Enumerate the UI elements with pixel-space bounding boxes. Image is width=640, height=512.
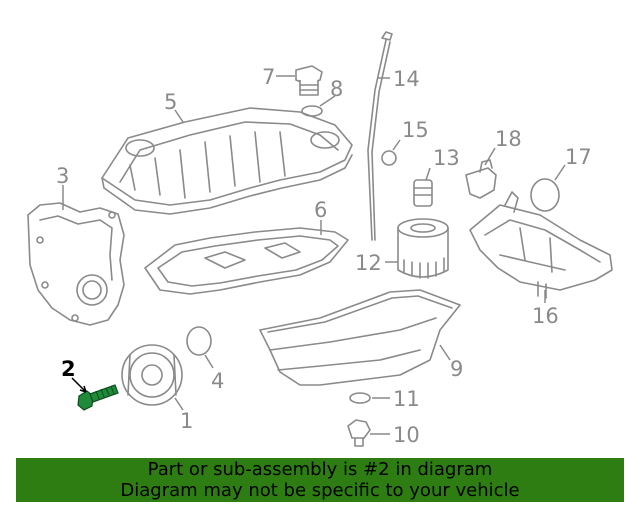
callout-12[interactable]: 12: [355, 251, 382, 275]
part-dipstick[interactable]: [367, 31, 393, 241]
callout-8[interactable]: 8: [330, 77, 343, 101]
leader-1: [174, 397, 184, 411]
callout-9[interactable]: 9: [450, 357, 463, 381]
parts-diagram: 1 2 3 4 5 6 7 8 9 10 11 12 13 14 15 16 1…: [27, 31, 613, 447]
leader-13: [425, 167, 431, 181]
part-exhaust-manifold[interactable]: [469, 191, 613, 299]
part-oil-filler-cap[interactable]: [295, 65, 323, 96]
callout-18[interactable]: 18: [495, 127, 522, 151]
banner-line-part: Part or sub-assembly is #2 in diagram: [147, 459, 493, 480]
callout-7[interactable]: 7: [262, 65, 275, 89]
part-crank-pulley[interactable]: [121, 344, 183, 406]
part-oil-filler-seal[interactable]: [301, 105, 323, 117]
part-oil-pan[interactable]: [259, 289, 461, 386]
callout-17[interactable]: 17: [565, 145, 592, 169]
callout-15[interactable]: 15: [402, 118, 429, 142]
part-bolt-highlighted[interactable]: [77, 384, 119, 411]
leader-18: [484, 147, 496, 166]
part-seal-17[interactable]: [530, 178, 560, 212]
callout-16[interactable]: 16: [532, 304, 559, 328]
leader-2: [71, 377, 87, 393]
part-oil-filter-adapter[interactable]: [413, 179, 433, 207]
part-gasket[interactable]: [144, 227, 349, 295]
leader-15: [392, 139, 401, 151]
leader-5: [174, 109, 184, 123]
part-sensor[interactable]: [465, 159, 497, 199]
callout-11[interactable]: 11: [393, 387, 420, 411]
callout-13[interactable]: 13: [433, 146, 460, 170]
leader-17: [554, 164, 566, 181]
info-banner: Part or sub-assembly is #2 in diagram Di…: [16, 458, 624, 502]
callout-1[interactable]: 1: [180, 409, 193, 433]
part-timing-cover[interactable]: [27, 202, 125, 326]
part-intake-manifold[interactable]: [101, 107, 353, 215]
part-seal-4[interactable]: [186, 326, 212, 356]
callout-10[interactable]: 10: [393, 423, 420, 447]
leader-8: [319, 95, 336, 107]
part-drain-washer[interactable]: [349, 392, 371, 404]
callout-5[interactable]: 5: [164, 90, 177, 114]
callout-3[interactable]: 3: [56, 164, 69, 188]
callout-4[interactable]: 4: [211, 369, 224, 393]
callout-14[interactable]: 14: [393, 67, 420, 91]
banner-line-disclaimer: Diagram may not be specific to your vehi…: [120, 480, 520, 501]
part-drain-plug[interactable]: [347, 419, 371, 447]
leader-9: [439, 344, 451, 361]
part-o-ring-15[interactable]: [381, 150, 397, 166]
leader-4: [204, 354, 214, 369]
callout-2[interactable]: 2: [61, 357, 76, 381]
part-oil-filter[interactable]: [397, 218, 449, 279]
callout-6[interactable]: 6: [314, 198, 327, 222]
